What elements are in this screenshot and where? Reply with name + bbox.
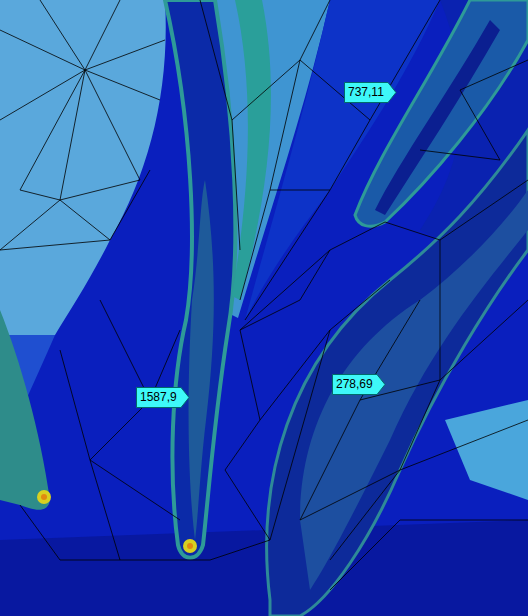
callout-number: 1587,9 — [136, 387, 181, 408]
callout-tag: 1587,9 — [136, 387, 181, 408]
blade-edge — [232, 0, 271, 300]
callout-tag: 737,11 — [344, 82, 388, 103]
callout-number: 278,69 — [332, 374, 377, 395]
callout-outline — [333, 375, 386, 395]
stress-hotspot — [183, 539, 197, 553]
low-stress-region — [0, 0, 166, 335]
callout-tag: 278,69 — [332, 374, 377, 395]
hub-region — [0, 520, 528, 616]
callout-number: 737,11 — [344, 82, 388, 103]
blade — [0, 310, 50, 510]
stress-hotspot — [187, 543, 193, 549]
stress-hotspot — [41, 494, 47, 500]
low-stress-region — [445, 400, 528, 500]
blade-face — [375, 20, 500, 215]
callout-outline — [345, 83, 397, 103]
mesh-lines — [0, 0, 528, 590]
blade — [355, 0, 528, 226]
blade-face — [189, 180, 214, 540]
blade-face — [300, 190, 528, 590]
stress-hotspot — [37, 490, 51, 504]
callout-outline — [137, 388, 190, 408]
blade — [165, 0, 235, 558]
